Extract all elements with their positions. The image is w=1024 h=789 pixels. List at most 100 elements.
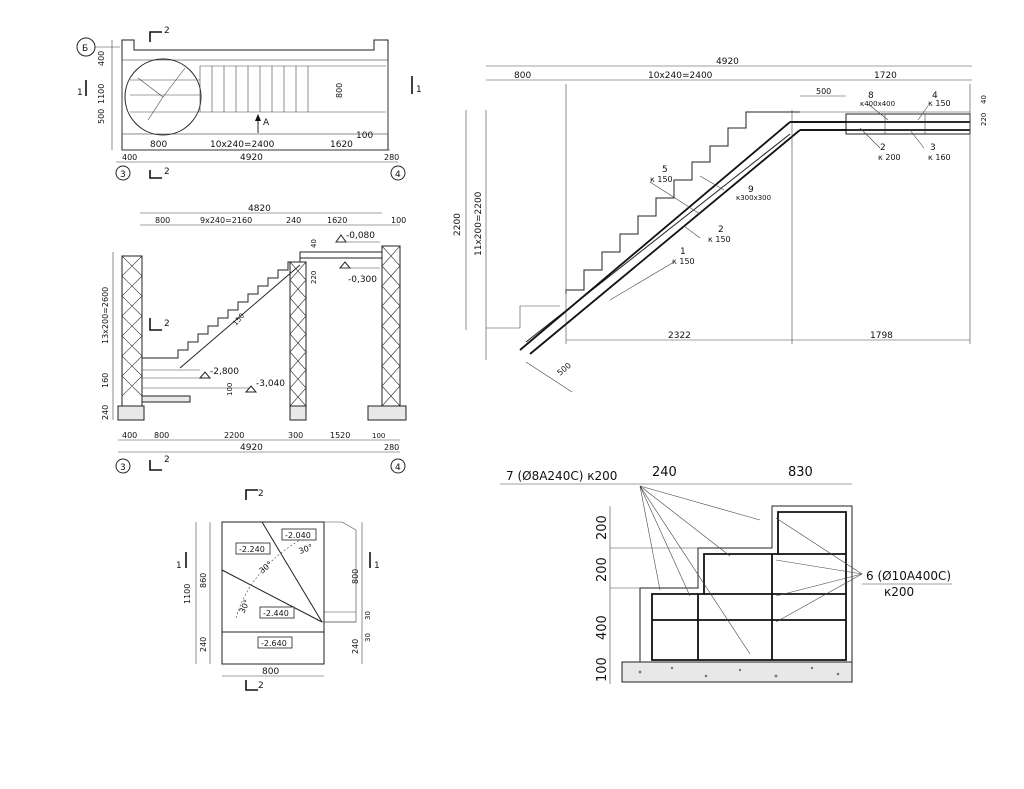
- dim-steps-r: 10x240=2400: [648, 71, 713, 81]
- angle-30-a: 30°: [298, 543, 314, 556]
- cut-label-s: 2: [164, 319, 170, 329]
- dim-400-bottom: 400: [122, 153, 137, 162]
- mark-3: 3: [930, 143, 936, 153]
- dim-800-w-right: 800: [351, 569, 360, 584]
- axis-4-label: 4: [395, 170, 401, 180]
- dim-100-sb: 100: [372, 432, 385, 440]
- axis-3-label: 3: [120, 170, 126, 180]
- axis-4-s: 4: [395, 463, 401, 473]
- mark-9: 9: [748, 185, 754, 195]
- dim-100: 100: [356, 131, 373, 141]
- mark-9-sub: к300х300: [736, 194, 771, 202]
- level-foundation: -3,040: [256, 379, 285, 389]
- cut-mark-side-label: 1: [77, 88, 83, 98]
- rebar-7-label: 7 (Ø8A240C) к200: [506, 469, 617, 483]
- left-wall: [121, 255, 143, 407]
- dim-800-right: 800: [335, 83, 344, 98]
- cut-winder-right: 1: [374, 561, 380, 571]
- dim-220-r: 220: [980, 113, 988, 126]
- axis-marker-4: [390, 165, 406, 181]
- level-winder-1: -2.040: [285, 531, 311, 540]
- landing-reinforcement-detail: 7 (Ø8A240C) к200 240 830 200 200 400 100: [500, 465, 952, 684]
- dim-40-s: 40: [310, 239, 318, 248]
- mark-1: 1: [680, 247, 686, 257]
- dim-height-r: 11x200=2200: [474, 191, 484, 256]
- reinforcement-section-view: 4920 800 10x240=2400 1720 500 40 220 220…: [453, 57, 988, 393]
- cut-winder-left: 1: [176, 561, 182, 571]
- dim-800-w: 800: [262, 667, 279, 677]
- axis-3-s: 3: [120, 463, 126, 473]
- cut-mark-side-label-right: 1: [416, 85, 422, 95]
- winder-plan-view: 2 2 1 1 -2.040 -2.240 -2.440 -2.640 30° …: [176, 489, 380, 691]
- dim-160: 160: [101, 373, 110, 388]
- stair-section-view: 4820 800 9x240=2160 240 1620 100 -0,080 …: [101, 204, 407, 474]
- dim-4820: 4820: [248, 204, 271, 214]
- dim-800: 800: [150, 140, 167, 150]
- dim-860-w: 860: [199, 573, 208, 588]
- dim-500: 500: [97, 109, 106, 124]
- dim-1100-w: 1100: [183, 584, 192, 604]
- mark-8-sub: к400х400: [860, 100, 895, 108]
- angle-30-c: 30°: [238, 598, 252, 615]
- dim-240-w: 240: [199, 637, 208, 652]
- level-slab: -0,300: [348, 275, 377, 285]
- cut-mark-winder-top: [245, 489, 258, 500]
- mark-2b-sub: к 150: [708, 235, 731, 244]
- cut-winder-top: 2: [258, 489, 264, 499]
- dim-40-r: 40: [980, 95, 988, 104]
- mark-8: 8: [868, 91, 874, 101]
- dim-400-sb: 400: [122, 431, 137, 440]
- rebar-6-sub: к200: [884, 585, 914, 599]
- winder-circle: [124, 58, 202, 136]
- right-wall: [381, 245, 401, 409]
- cut-label-s-bottom: 2: [164, 455, 170, 465]
- stair-profile: [142, 251, 382, 359]
- winder-outline: [221, 521, 325, 665]
- mark-4-sub: к 150: [928, 99, 951, 108]
- section-cut-mark-bottom: [149, 170, 162, 179]
- dim-30-w: 30: [364, 611, 372, 620]
- dim-1620: 1620: [330, 140, 353, 150]
- mark-1-sub: к 150: [672, 257, 695, 266]
- dim-100-small: 100: [226, 383, 234, 396]
- dim-240-left: 240: [101, 405, 110, 420]
- dim-1620-s: 1620: [327, 216, 347, 225]
- dim-280-s: 280: [384, 443, 399, 452]
- dim-total-s: 4920: [240, 443, 263, 453]
- dim-240-w-right: 240: [351, 639, 360, 654]
- axis-b-label: Б: [82, 44, 88, 54]
- upper-landing: [845, 113, 971, 135]
- dim-2322: 2322: [668, 331, 691, 341]
- dim-steps: 10x240=2400: [210, 140, 275, 150]
- mark-3-sub: к 160: [928, 153, 951, 162]
- dim-800-r: 800: [514, 71, 531, 81]
- left-footing: [117, 405, 145, 421]
- dim-240-s: 240: [286, 216, 301, 225]
- stair-plan-view: Б 2 2 1 1 A 400 1100 500 800 800: [76, 26, 422, 181]
- dim-150-s: 150: [231, 312, 246, 327]
- dim-100-d: 100: [595, 657, 610, 682]
- main-rebar: [519, 121, 791, 351]
- mark-2b: 2: [718, 225, 724, 235]
- dim-1798: 1798: [870, 331, 893, 341]
- dim-height: 13x200=2600: [101, 287, 110, 344]
- dim-500-diag: 500: [556, 361, 573, 378]
- detail-outline: [639, 505, 853, 663]
- dim-100-s: 100: [391, 216, 406, 225]
- dim-4920-r: 4920: [716, 57, 739, 67]
- level-winder-3: -2.440: [263, 609, 289, 618]
- mark-5-sub: к 150: [650, 175, 673, 184]
- level-bottom: -2,800: [210, 367, 239, 377]
- dim-steps-s: 9x240=2160: [200, 216, 252, 225]
- dim-220-s: 220: [310, 271, 318, 284]
- dim-200a: 200: [595, 515, 610, 540]
- axis-marker-3: [115, 165, 131, 181]
- middle-column: [289, 261, 307, 409]
- dim-1100: 1100: [97, 84, 106, 104]
- dim-400-d: 400: [595, 615, 610, 640]
- dim-300-sb: 300: [288, 431, 303, 440]
- dim-2200-sb: 2200: [224, 431, 244, 440]
- cut-mark-label-top: 2: [164, 26, 170, 36]
- rebar-leader-lines: [609, 103, 929, 301]
